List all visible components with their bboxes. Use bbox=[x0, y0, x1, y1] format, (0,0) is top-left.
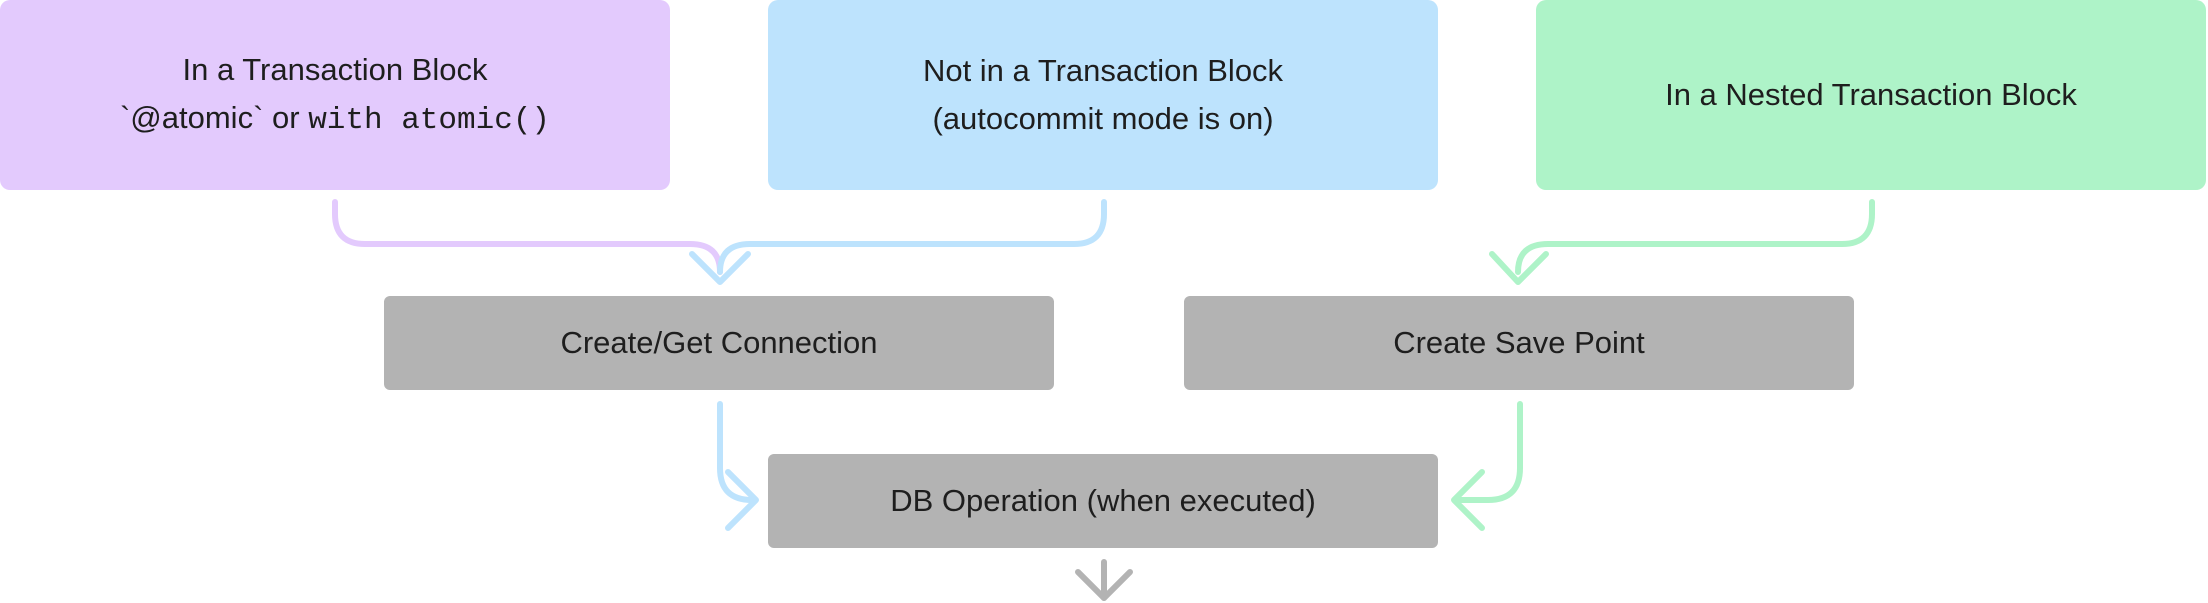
arrowhead-connection bbox=[689, 251, 751, 285]
nested-transaction-node: In a Nested Transaction Block bbox=[1536, 0, 2206, 190]
edge-nested-to-savepoint bbox=[1515, 199, 1875, 275]
db-operation-label: DB Operation (when executed) bbox=[890, 483, 1316, 518]
edge-connection-to-dboperation bbox=[717, 401, 755, 503]
create-get-connection-label: Create/Get Connection bbox=[560, 325, 878, 360]
db-operation-node: DB Operation (when executed) bbox=[768, 454, 1438, 548]
transaction-block-subtitle: `@atomic` or with atomic() bbox=[120, 94, 550, 145]
autocommit-node: Not in a Transaction Block (autocommit m… bbox=[768, 0, 1438, 190]
arrowhead-dboperation-left bbox=[725, 469, 759, 531]
autocommit-title: Not in a Transaction Block bbox=[922, 53, 1284, 88]
create-get-connection-node: Create/Get Connection bbox=[384, 296, 1054, 390]
transaction-block-title: In a Transaction Block bbox=[182, 51, 488, 87]
with-atomic-code: with atomic() bbox=[308, 102, 551, 138]
arrowhead-dboperation-right bbox=[1451, 469, 1485, 531]
create-save-point-node: Create Save Point bbox=[1184, 296, 1854, 390]
edge-autocommit-to-connection bbox=[717, 199, 1107, 275]
transaction-block-node: In a Transaction Block `@atomic` or with… bbox=[0, 0, 670, 190]
create-save-point-label: Create Save Point bbox=[1393, 325, 1645, 360]
arrowhead-savepoint bbox=[1489, 251, 1549, 285]
arrowhead-dboperation-out bbox=[1075, 569, 1133, 601]
autocommit-subtitle: (autocommit mode is on) bbox=[932, 101, 1274, 136]
atomic-decorator-text: `@atomic` or bbox=[119, 99, 309, 135]
nested-transaction-title: In a Nested Transaction Block bbox=[1665, 77, 2077, 112]
edge-savepoint-to-dboperation bbox=[1453, 401, 1523, 503]
edge-transaction-to-connection bbox=[332, 199, 723, 275]
